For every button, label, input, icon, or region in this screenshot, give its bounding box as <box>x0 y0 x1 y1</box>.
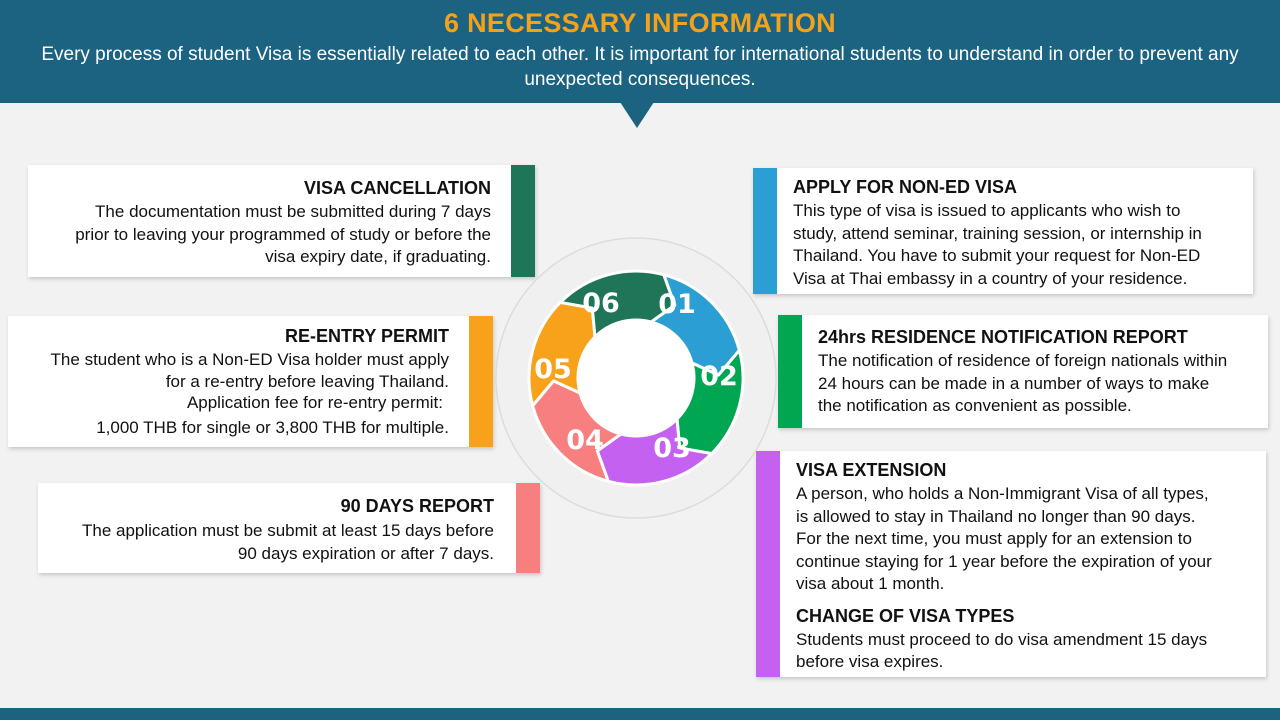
card-apply-non-ed-visa: APPLY FOR NON-ED VISA This type of visa … <box>753 168 1253 294</box>
card-line: A person, who holds a Non-Immigrant Visa… <box>796 484 1209 503</box>
accent-bar-02 <box>778 315 802 428</box>
card-heading: RE-ENTRY PERMIT <box>284 326 449 346</box>
page-title: 6 NECESSARY INFORMATION <box>444 8 836 38</box>
card-line: before visa expires. <box>796 652 944 671</box>
header-banner: 6 NECESSARY INFORMATION Every process of… <box>0 0 1280 103</box>
footer-bar <box>0 708 1280 720</box>
card-line: continue staying for 1 year before the e… <box>796 551 1212 571</box>
card-line: This type of visa is issued to applicant… <box>793 201 1181 220</box>
card-re-entry-permit: RE-ENTRY PERMIT The student who is a Non… <box>8 316 493 447</box>
card-line: The application must be submit at least … <box>81 521 494 540</box>
accent-bar-04 <box>516 483 540 573</box>
card-line: visa expiry date, if graduating. <box>265 247 491 266</box>
cycle-diagram: 01 02 03 04 05 06 <box>494 236 778 520</box>
card-line: Application fee for re-entry permit: <box>186 393 443 412</box>
card-line: Visa at Thai embassy in a country of you… <box>793 268 1188 288</box>
accent-bar-06 <box>511 165 535 277</box>
card-line: the notification as convenient as possib… <box>818 396 1132 415</box>
card-heading: 90 DAYS REPORT <box>340 496 494 516</box>
card-line: study, attend seminar, training session,… <box>793 223 1202 243</box>
card-line: 90 days expiration or after 7 days. <box>237 543 494 563</box>
page-subtitle: Every process of student Visa is essenti… <box>41 44 1239 90</box>
card-heading: APPLY FOR NON-ED VISA <box>793 177 1018 197</box>
card-heading: VISA CANCELLATION <box>304 178 491 198</box>
cycle-label-04: 04 <box>566 425 604 456</box>
card-line: Students must proceed to do visa amendme… <box>796 629 1208 649</box>
cycle-label-05: 05 <box>534 354 572 385</box>
card-line: The notification of residence of foreign… <box>818 351 1228 370</box>
card-visa-extension: VISA EXTENSION A person, who holds a Non… <box>756 451 1266 677</box>
cycle-ring <box>495 237 777 519</box>
card-line: Thailand. You have to submit your reques… <box>793 246 1201 265</box>
card-line: visa about 1 month. <box>796 574 945 593</box>
accent-bar-05 <box>469 316 493 447</box>
cycle-label-03: 03 <box>653 433 691 464</box>
card-residence-notification: 24hrs RESIDENCE NOTIFICATION REPORT The … <box>778 315 1268 428</box>
card-line: for a re-entry before leaving Thailand. <box>165 371 449 391</box>
card-visa-cancellation: VISA CANCELLATION The documentation must… <box>28 165 535 277</box>
cycle-segment-06 <box>558 269 677 339</box>
ring-center <box>579 321 693 435</box>
card-line: The student who is a Non-ED Visa holder … <box>50 350 449 369</box>
card-line: 1,000 THB for single or 3,800 THB for mu… <box>96 417 449 437</box>
cycle-label-06: 06 <box>582 288 620 319</box>
card-line: The documentation must be submitted duri… <box>95 202 491 221</box>
card-90-days-report: 90 DAYS REPORT The application must be s… <box>38 483 540 573</box>
card-line: 24 hours can be made in a number of ways… <box>818 373 1210 393</box>
card-heading: 24hrs RESIDENCE NOTIFICATION REPORT <box>818 327 1188 347</box>
accent-bar-03 <box>756 451 780 677</box>
cycle-label-01: 01 <box>658 289 696 320</box>
header-pointer <box>620 102 654 128</box>
card-heading: VISA EXTENSION <box>796 460 947 480</box>
cycle-label-02: 02 <box>700 361 738 392</box>
card-line: is allowed to stay in Thailand no longer… <box>796 506 1196 526</box>
card-line: For the next time, you must apply for an… <box>796 529 1192 548</box>
accent-bar-01 <box>753 168 777 294</box>
card-line: prior to leaving your programmed of stud… <box>75 224 491 244</box>
card-heading-2: CHANGE OF VISA TYPES <box>796 605 1015 626</box>
